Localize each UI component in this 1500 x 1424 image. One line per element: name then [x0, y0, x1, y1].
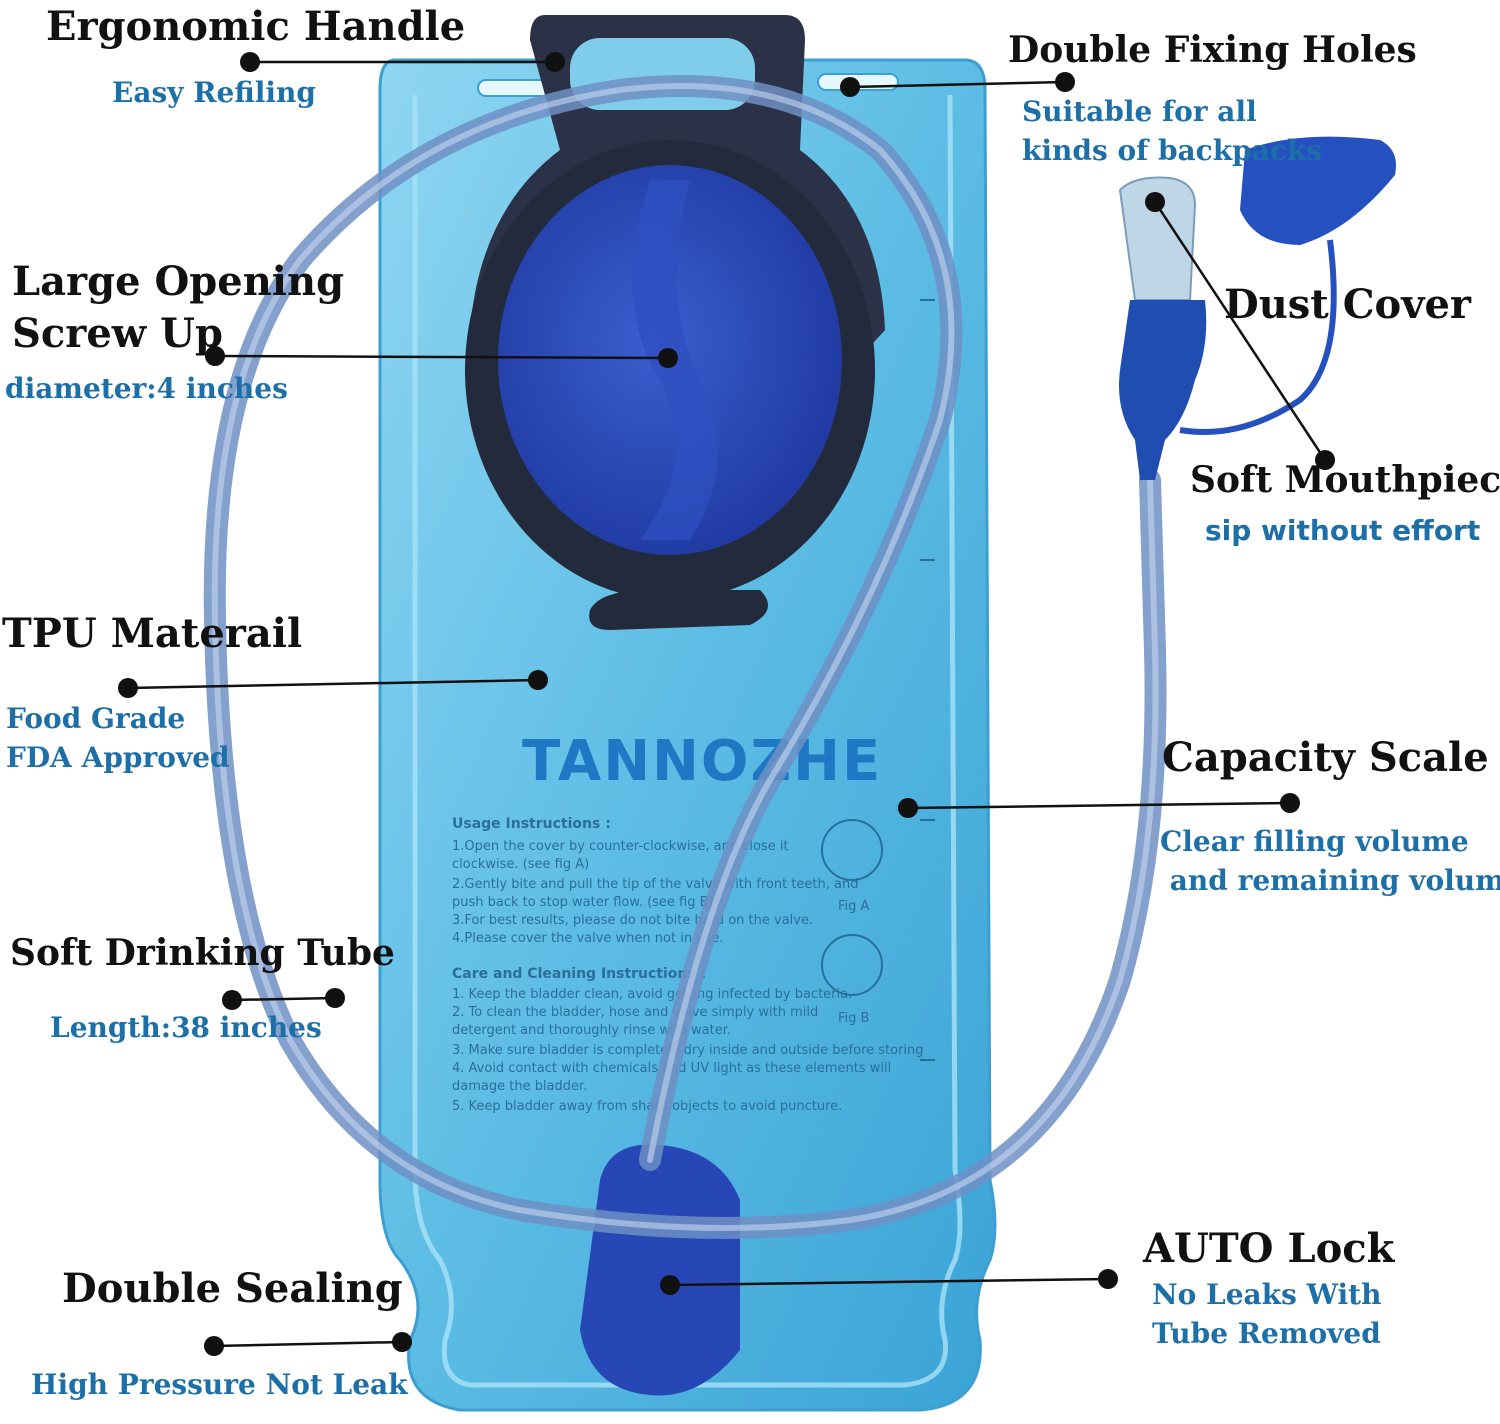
callout-tube-sub: Length:38 inches — [50, 1011, 322, 1044]
callout-capacity-sub: Clear filling volume and remaining volum… — [1160, 823, 1500, 900]
callout-opening-title-line: Large Opening — [12, 258, 345, 305]
callout-handle-sub: Easy Refiling — [112, 76, 316, 109]
callout-handle-title: Ergonomic Handle — [46, 3, 466, 50]
capacity-scale — [920, 299, 935, 1061]
care-line: 5. Keep bladder away from sharp objects … — [452, 1099, 842, 1114]
care-line: 3. Make sure bladder is completely dry i… — [452, 1043, 924, 1058]
callout-autolock-title: AUTO Lock — [1143, 1225, 1395, 1272]
care-line: 1. Keep the bladder clean, avoid getting… — [452, 987, 852, 1002]
mouthpiece-bite — [1119, 300, 1207, 480]
callout-capacity-title: Capacity Scale — [1162, 734, 1489, 781]
usage-heading: Usage Instructions : — [452, 816, 611, 832]
callout-fixing-sub-line: Suitable for all — [1022, 95, 1257, 128]
callout-autolock-sub-line: Tube Removed — [1152, 1316, 1381, 1350]
usage-line: 3.For best results, please do not bite h… — [452, 913, 813, 928]
callout-autolock-sub: No Leaks With Tube Removed — [1152, 1276, 1381, 1353]
callout-mouthpiece-sub: sip without effort — [1205, 514, 1481, 547]
fig-a-label: Fig A — [838, 899, 870, 914]
usage-line: 4.Please cover the valve when not in use… — [452, 931, 723, 946]
callout-fixing-sub-line: kinds of backpacks — [1022, 133, 1323, 167]
leader-dots — [118, 52, 1335, 1356]
brand-logo: TANNOZHE — [522, 729, 882, 794]
fig-b-label: Fig B — [838, 1011, 869, 1026]
fig-a-icon — [821, 819, 883, 881]
fig-b-icon — [821, 934, 883, 996]
callout-sealing-sub: High Pressure Not Leak — [31, 1368, 408, 1401]
callout-capacity-sub-line: and remaining volume — [1160, 863, 1500, 897]
callout-material-sub-line: Food Grade — [6, 702, 186, 735]
callout-material-sub-line: FDA Approved — [6, 740, 230, 774]
care-line: 2. To clean the bladder, hose and valve … — [452, 1005, 818, 1020]
auto-lock-valve — [580, 1144, 740, 1396]
dust-cover-strap — [1179, 239, 1337, 435]
callout-mouthpiece-title: Soft Mouthpiece — [1190, 459, 1500, 501]
usage-line: 2.Gently bite and pull the tip of the va… — [452, 877, 859, 892]
callout-opening-title: Large Opening Screw Up — [12, 256, 344, 360]
usage-line: 1.Open the cover by counter-clockwise, a… — [452, 839, 789, 854]
callout-opening-title-line: Screw Up — [12, 310, 223, 357]
callout-opening-sub: diameter:4 inches — [5, 372, 288, 405]
usage-line: clockwise. (see fig A) — [452, 857, 589, 872]
callout-sealing-title: Double Sealing — [62, 1265, 403, 1312]
usage-instructions: Usage Instructions : 1.Open the cover by… — [452, 816, 924, 1114]
callout-dust-title: Dust Cover — [1224, 281, 1471, 328]
mouthpiece-valve — [1118, 176, 1197, 301]
drinking-tube-highlight — [211, 83, 1159, 1231]
callout-autolock-sub-line: No Leaks With — [1152, 1278, 1382, 1311]
care-heading: Care and Cleaning Instructions : — [452, 966, 706, 982]
callout-tube-title: Soft Drinking Tube — [10, 932, 395, 974]
callout-fixing-title: Double Fixing Holes — [1008, 29, 1417, 71]
leader-lines — [127, 60, 1327, 1348]
callout-material-title: TPU Materail — [2, 610, 303, 657]
cap-tab — [589, 590, 768, 630]
care-line: damage the bladder. — [452, 1079, 587, 1094]
usage-line: push back to stop water flow. (see fig B… — [452, 895, 714, 910]
dust-cover — [1240, 136, 1396, 245]
callout-material-sub: Food Grade FDA Approved — [6, 700, 230, 777]
callout-fixing-sub: Suitable for all kinds of backpacks — [1022, 93, 1322, 170]
callout-capacity-sub-line: Clear filling volume — [1160, 825, 1469, 858]
care-line: detergent and thoroughly rinse with wate… — [452, 1023, 731, 1038]
